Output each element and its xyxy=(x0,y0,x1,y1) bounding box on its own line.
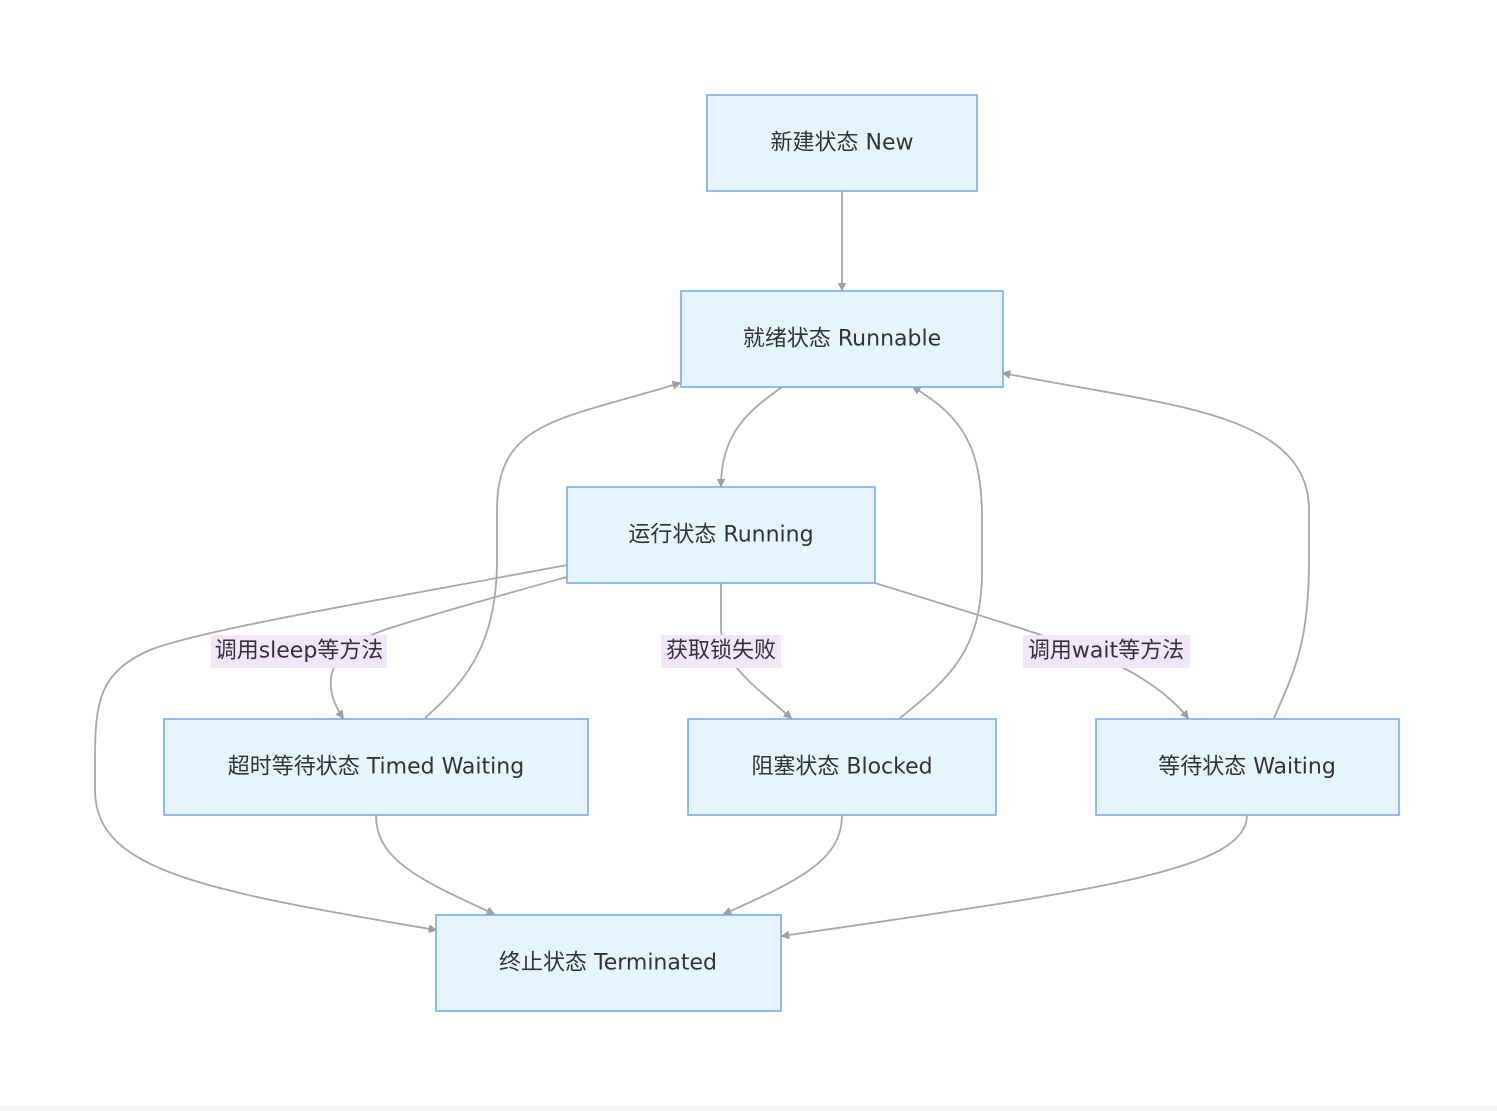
edge-label-sleep: 调用sleep等方法 xyxy=(211,635,387,668)
bottom-strip xyxy=(0,1106,1497,1111)
node-runnable: 就绪状态 Runnable xyxy=(680,290,1004,388)
edge-label-lock-text: 获取锁失败 xyxy=(666,639,776,664)
node-waiting: 等待状态 Waiting xyxy=(1095,718,1400,816)
edge-runnable-to-running xyxy=(721,386,783,486)
node-timed-waiting: 超时等待状态 Timed Waiting xyxy=(163,718,589,816)
edge-waiting-to-runnable xyxy=(1003,373,1310,719)
node-running: 运行状态 Running xyxy=(566,486,876,584)
edge-timed-waiting-to-terminated xyxy=(375,814,494,914)
node-waiting-label: 等待状态 Waiting xyxy=(1158,755,1336,780)
node-new-label: 新建状态 New xyxy=(771,131,914,156)
edge-blocked-to-terminated xyxy=(724,814,843,914)
node-runnable-label: 就绪状态 Runnable xyxy=(743,327,941,352)
edge-blocked-to-runnable xyxy=(899,386,983,719)
edge-running-to-timed-waiting xyxy=(329,576,568,718)
node-running-label: 运行状态 Running xyxy=(628,523,813,548)
edge-running-to-blocked xyxy=(720,583,791,718)
edge-waiting-to-terminated xyxy=(782,814,1248,936)
edge-label-wait: 调用wait等方法 xyxy=(1023,635,1190,668)
node-blocked: 阻塞状态 Blocked xyxy=(687,718,997,816)
node-timed-waiting-label: 超时等待状态 Timed Waiting xyxy=(228,755,524,780)
edge-label-lock: 获取锁失败 xyxy=(661,635,781,668)
edge-label-wait-text: 调用wait等方法 xyxy=(1028,639,1184,664)
node-terminated: 终止状态 Terminated xyxy=(435,914,782,1012)
edge-timed-waiting-to-runnable xyxy=(424,383,680,719)
node-blocked-label: 阻塞状态 Blocked xyxy=(751,755,932,780)
node-new: 新建状态 New xyxy=(706,94,978,192)
node-terminated-label: 终止状态 Terminated xyxy=(499,951,717,976)
edge-running-to-terminated xyxy=(94,564,568,930)
edge-label-sleep-text: 调用sleep等方法 xyxy=(215,639,384,664)
